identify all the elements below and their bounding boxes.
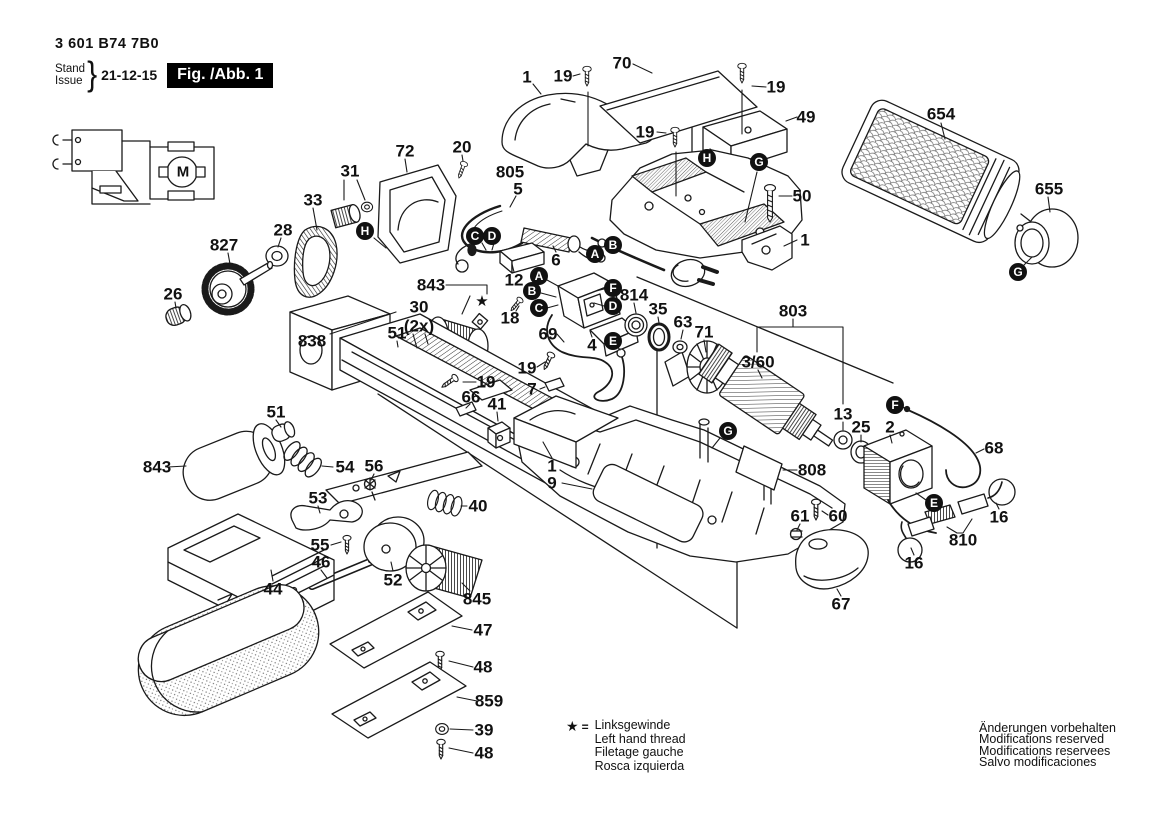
bearing-814 xyxy=(624,313,648,337)
screw-48b xyxy=(436,738,446,760)
belt-cover xyxy=(377,164,457,264)
housing-bracket xyxy=(741,225,793,271)
leader-lines xyxy=(167,62,1051,754)
lever xyxy=(290,499,363,531)
gear-shaft xyxy=(201,260,274,316)
frame-small-parts xyxy=(439,350,565,449)
field-wires xyxy=(887,405,982,534)
cable-clip xyxy=(455,242,545,274)
motor-pinion xyxy=(330,201,374,229)
bushing-26 xyxy=(165,303,192,327)
bag-adapter xyxy=(1014,208,1079,268)
dust-bag xyxy=(841,99,1021,244)
top-cover xyxy=(599,70,758,144)
drive-belt xyxy=(293,225,338,298)
front-roller xyxy=(182,421,296,501)
spring-54 xyxy=(280,438,326,481)
bearing-28 xyxy=(265,245,289,267)
field-stator xyxy=(863,429,933,505)
armature xyxy=(698,343,834,447)
bottom-housing xyxy=(513,395,846,563)
tension-plate xyxy=(325,451,483,505)
switch xyxy=(557,272,639,357)
base-plate-47 xyxy=(329,591,463,669)
wiring-schematic-drawing xyxy=(52,129,215,205)
screw-55 xyxy=(342,534,352,555)
foot-parts xyxy=(789,498,869,590)
brush-set xyxy=(897,478,1016,563)
washer-63 xyxy=(672,340,688,354)
spring-40 xyxy=(425,488,465,518)
ring-35 xyxy=(647,322,671,352)
base-plate-859 xyxy=(331,661,467,739)
washer-39 xyxy=(435,723,449,735)
bearing-13 xyxy=(833,430,853,450)
sanding-belt xyxy=(137,584,320,717)
motor-housing-top xyxy=(609,149,803,259)
rear-roller xyxy=(405,544,483,599)
